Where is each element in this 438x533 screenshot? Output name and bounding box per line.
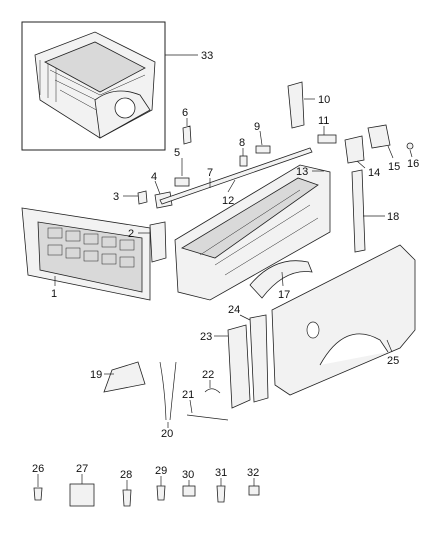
callout-8: 8 — [239, 137, 245, 149]
callout-1: 1 — [51, 288, 57, 300]
callout-18: 18 — [387, 211, 399, 223]
fastener-row: 26 27 28 29 30 31 32 — [32, 463, 260, 507]
part-17-wheelhouse — [249, 260, 313, 299]
callout-30: 30 — [182, 469, 194, 481]
part-23-panel — [227, 324, 251, 409]
callout-23: 23 — [200, 331, 212, 343]
part-7-rail — [159, 147, 313, 205]
tailgate-part — [21, 207, 151, 301]
callout-17: 17 — [278, 289, 290, 301]
part-27-block — [69, 483, 95, 507]
callout-15: 15 — [388, 161, 400, 173]
callout-5: 5 — [174, 147, 180, 159]
part-26-screw — [33, 487, 43, 501]
callout-21: 21 — [182, 389, 194, 401]
callout-27: 27 — [76, 463, 88, 475]
callout-11: 11 — [318, 115, 329, 127]
callout-33: 33 — [201, 50, 213, 62]
part-25-side-panel — [271, 244, 416, 396]
callout-24: 24 — [228, 304, 240, 316]
part-2-bracket — [149, 221, 167, 263]
callout-13: 13 — [296, 166, 308, 178]
callout-6: 6 — [182, 107, 188, 119]
part-19-bracket — [103, 361, 146, 393]
callout-32: 32 — [247, 467, 259, 479]
part-6-bolt — [182, 125, 192, 145]
callout-14: 14 — [368, 167, 380, 179]
callout-3: 3 — [113, 191, 119, 203]
callout-2: 2 — [128, 228, 134, 240]
part-10-post — [287, 81, 305, 129]
callout-29: 29 — [155, 465, 167, 477]
part-5-pad — [174, 177, 190, 187]
callout-4: 4 — [151, 171, 157, 183]
part-15-plate — [367, 124, 391, 149]
part-18-panel — [351, 169, 366, 253]
part-8-fastener — [239, 155, 248, 167]
part-30-clip — [182, 485, 196, 497]
bed-inner-box — [174, 164, 331, 301]
callout-20: 20 — [161, 428, 173, 440]
callout-25: 25 — [387, 355, 399, 367]
part-3-clip — [137, 190, 148, 205]
part-29-screw — [156, 485, 166, 501]
part-21-rod — [186, 414, 229, 421]
callout-19: 19 — [90, 369, 102, 381]
callout-9: 9 — [254, 121, 260, 133]
callout-12: 12 — [222, 195, 234, 207]
part-20-cable — [159, 361, 177, 421]
callout-28: 28 — [120, 469, 132, 481]
inset-complete-bed — [21, 21, 166, 151]
callout-22: 22 — [202, 369, 214, 381]
part-22-clip — [204, 388, 221, 394]
callout-7: 7 — [207, 167, 213, 179]
part-14-plate — [344, 135, 365, 164]
part-11-pad — [317, 134, 337, 144]
part-9-pad — [255, 145, 271, 154]
callout-16: 16 — [407, 158, 419, 170]
part-24-panel — [249, 314, 269, 403]
part-28-screw — [122, 489, 132, 507]
callout-10: 10 — [318, 94, 330, 106]
callout-31: 31 — [215, 467, 227, 479]
part-32-clip — [248, 485, 260, 496]
part-31-screw — [216, 485, 226, 503]
callout-26: 26 — [32, 463, 44, 475]
part-16-plug — [406, 142, 414, 150]
